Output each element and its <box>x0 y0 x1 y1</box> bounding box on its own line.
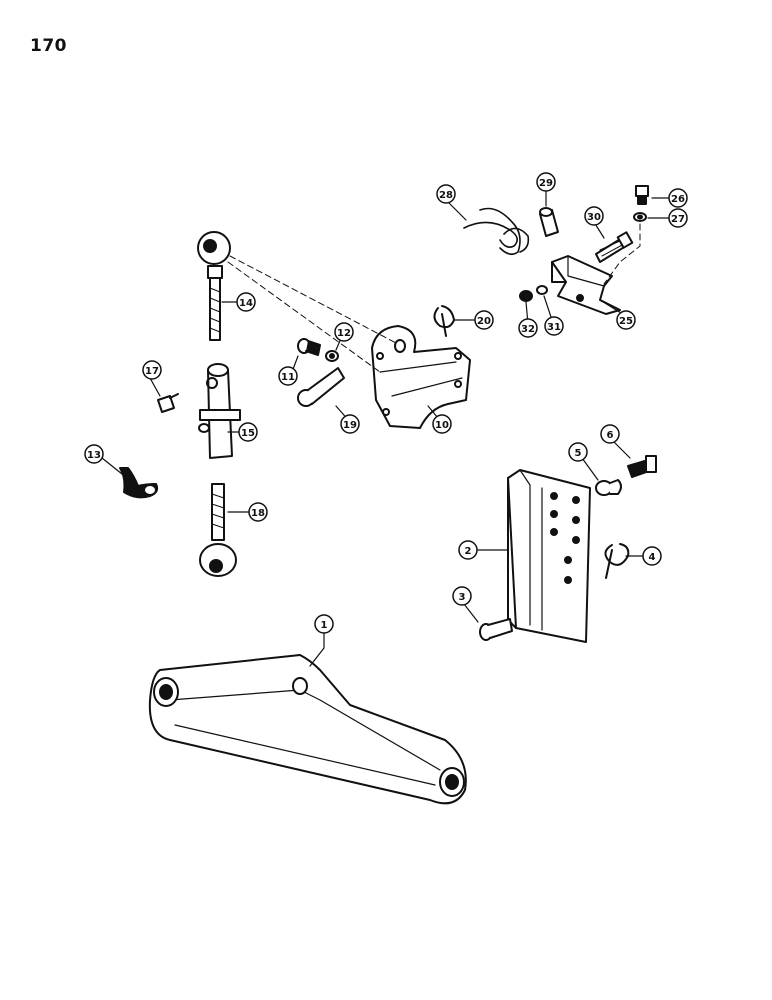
svg-text:29: 29 <box>539 178 553 189</box>
bolt-part-3 <box>479 618 513 641</box>
svg-text:26: 26 <box>671 194 685 205</box>
callout-15: 15 <box>238 422 258 442</box>
callout-26: 26 <box>668 188 688 208</box>
lower-rod-end-part-18 <box>199 483 237 577</box>
svg-text:28: 28 <box>439 190 453 201</box>
callout-30: 30 <box>584 206 604 226</box>
callout-14: 14 <box>236 292 256 312</box>
callout-3: 3 <box>452 586 472 606</box>
svg-text:10: 10 <box>435 420 449 431</box>
nut-part-32 <box>519 290 533 302</box>
callout-2: 2 <box>458 540 478 560</box>
lower-link-part <box>148 654 467 805</box>
svg-text:14: 14 <box>239 298 253 309</box>
support-bracket-part-25 <box>551 255 621 315</box>
upper-rod-end-part-14 <box>197 231 231 341</box>
spring-clip-part-28 <box>463 207 530 256</box>
svg-text:30: 30 <box>587 212 601 223</box>
callout-25: 25 <box>616 310 636 330</box>
svg-text:17: 17 <box>145 366 159 377</box>
callout-13: 13 <box>84 444 104 464</box>
callout-1: 1 <box>314 614 334 634</box>
svg-text:11: 11 <box>281 372 295 383</box>
bracket-plate-part <box>507 469 591 643</box>
svg-text:1: 1 <box>321 620 328 631</box>
sleeve-part-29 <box>539 207 559 237</box>
svg-text:2: 2 <box>465 546 472 557</box>
bolt-part-11 <box>297 338 321 356</box>
callout-17: 17 <box>142 360 162 380</box>
callout-19: 19 <box>340 414 360 434</box>
callout-18: 18 <box>248 502 268 522</box>
bolt-part-26 <box>635 185 649 205</box>
washer-part-27 <box>633 212 647 222</box>
hook-plate-part-13 <box>119 467 159 499</box>
svg-text:27: 27 <box>671 214 685 225</box>
callout-12: 12 <box>334 322 354 342</box>
svg-text:31: 31 <box>547 322 561 333</box>
callout-11: 11 <box>278 366 298 386</box>
callout-4: 4 <box>642 546 662 566</box>
grease-fitting-part-17 <box>157 393 179 413</box>
callout-10: 10 <box>432 414 452 434</box>
svg-text:20: 20 <box>477 316 491 327</box>
lynch-pin-part-4 <box>604 543 630 579</box>
svg-text:6: 6 <box>607 430 614 441</box>
nut-part-12 <box>325 350 339 362</box>
callout-31: 31 <box>544 316 564 336</box>
svg-text:5: 5 <box>575 448 582 459</box>
callout-32: 32 <box>518 318 538 338</box>
washer-part-31 <box>536 285 548 295</box>
lynch-pin-part-20 <box>433 305 455 337</box>
callout-28: 28 <box>436 184 456 204</box>
svg-text:13: 13 <box>87 450 101 461</box>
pin-part-19 <box>297 367 345 407</box>
turnbuckle-part-15 <box>198 363 241 459</box>
svg-text:12: 12 <box>337 328 351 339</box>
mounting-bracket-part-10 <box>371 325 471 429</box>
svg-text:19: 19 <box>343 420 357 431</box>
callout-29: 29 <box>536 172 556 192</box>
svg-text:25: 25 <box>619 316 633 327</box>
svg-text:15: 15 <box>241 428 255 439</box>
bolt-part-30 <box>595 231 634 263</box>
bolt-part-6 <box>627 455 657 478</box>
callout-5: 5 <box>568 442 588 462</box>
svg-text:4: 4 <box>649 552 656 563</box>
bushing-part-5 <box>595 479 622 496</box>
callout-6: 6 <box>600 424 620 444</box>
callout-20: 20 <box>474 310 494 330</box>
assembly-dashed-lines <box>227 223 641 373</box>
page-number: 170 <box>30 36 67 56</box>
svg-text:3: 3 <box>459 592 466 603</box>
callout-27: 27 <box>668 208 688 228</box>
svg-text:18: 18 <box>251 508 265 519</box>
svg-text:32: 32 <box>521 324 535 335</box>
